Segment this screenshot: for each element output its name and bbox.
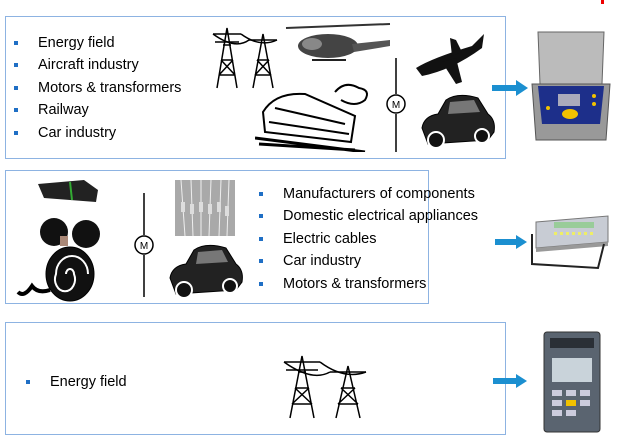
list-item: Car industry: [259, 250, 478, 272]
connector-icon: [38, 180, 100, 248]
insulation-tester-device: [531, 31, 611, 141]
list-item: Domestic electrical appliances: [259, 205, 478, 227]
red-mark: [601, 0, 604, 4]
list-item: Manufacturers of components: [259, 183, 478, 205]
list-item: Energy field: [14, 32, 181, 54]
motor-label: M: [140, 241, 148, 252]
list-item: Aircraft industry: [14, 54, 181, 76]
helicopter-icon: [285, 23, 391, 61]
list-item: Motors & transformers: [14, 77, 181, 99]
list-item: Motors & transformers: [259, 273, 478, 295]
list-item: Railway: [14, 99, 181, 121]
arrow-right-icon: [495, 235, 527, 249]
section-3-list: Energy field: [26, 371, 127, 393]
list-item: Energy field: [26, 371, 127, 393]
car-icon: [421, 94, 495, 149]
motor-symbol: M: [134, 193, 154, 297]
car-icon: [169, 244, 243, 299]
section-3-panel: [5, 322, 506, 435]
train-icon: [255, 83, 368, 152]
arrow-right-icon: [493, 374, 527, 388]
list-item: Electric cables: [259, 228, 478, 250]
arrow-right-icon: [492, 80, 528, 96]
section-1-list: Energy field Aircraft industry Motors & …: [14, 32, 181, 144]
power-pylon-icon: [212, 27, 278, 89]
power-pylon-icon: [283, 355, 367, 419]
resistors-photo: [175, 180, 235, 236]
section-2-list: Manufacturers of components Domestic ele…: [259, 183, 478, 295]
motor-label: M: [392, 100, 400, 111]
list-item: Car industry: [14, 122, 181, 144]
airplane-icon: [416, 34, 484, 84]
motor-symbol: M: [386, 58, 406, 152]
benchtop-meter-device: [531, 215, 609, 270]
handheld-calibrator-device: [543, 331, 601, 433]
cable-reel-icon: [16, 246, 95, 302]
